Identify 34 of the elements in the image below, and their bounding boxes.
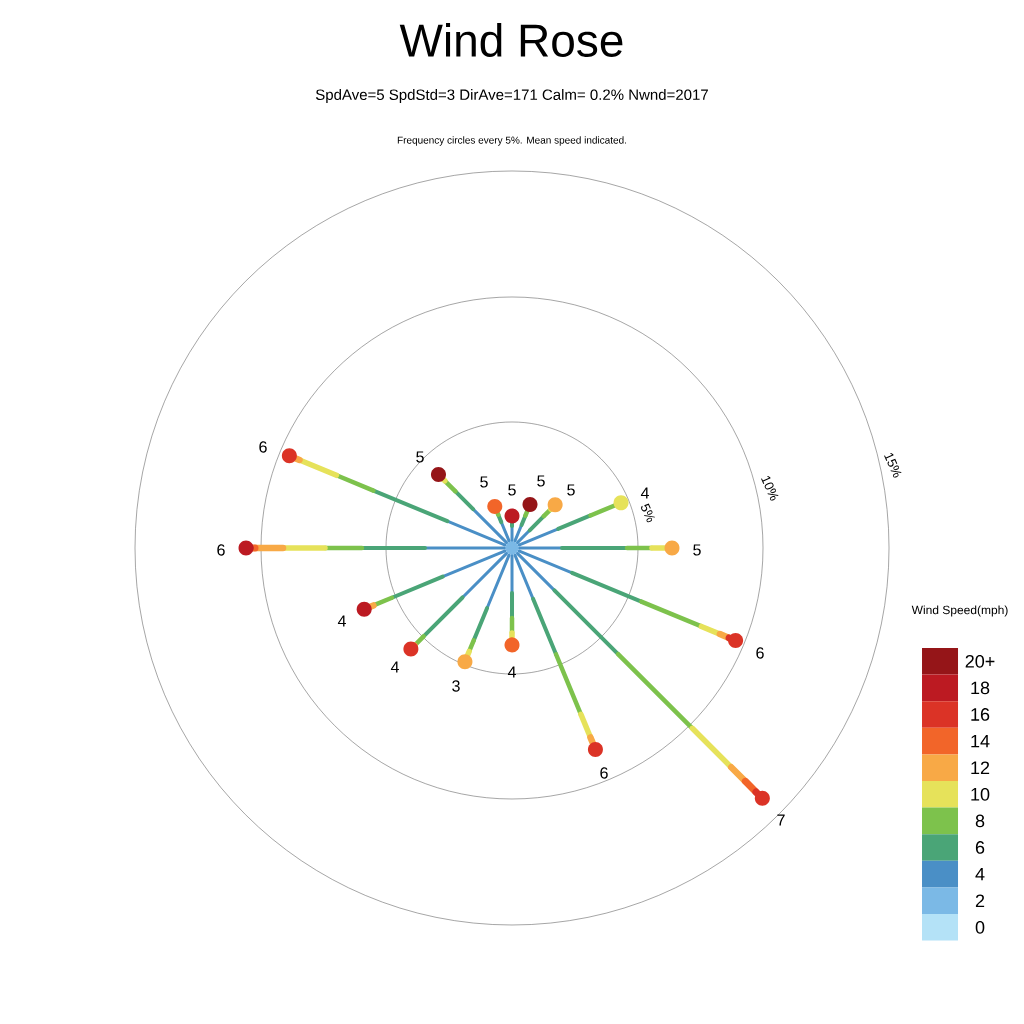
legend-label: 16 [971, 708, 990, 721]
speed-label: 6 [259, 441, 267, 453]
legend-title: Wind Speed(mph) [911, 605, 1008, 617]
subtitle: SpdAve=5 SpdStd=3 DirAve=171 Calm= 0.2% Nwnd=2017 [315, 89, 708, 103]
speed-label: 5 [416, 451, 424, 463]
speed-label: 4 [640, 487, 649, 499]
legend-label: 20+ [965, 654, 995, 668]
speed-label: 5 [537, 475, 545, 487]
legend-label: 6 [975, 841, 985, 854]
note-text: Frequency circles every 5%. Mean speed indicated. [397, 136, 626, 146]
legend-label: 0 [975, 920, 985, 934]
speed-label: 6 [217, 544, 225, 556]
legend-label: 8 [975, 814, 985, 828]
legend-label: 18 [971, 681, 990, 695]
legend-label: 4 [975, 867, 985, 881]
speed-label: 4 [390, 661, 399, 673]
speed-label: 5 [508, 484, 516, 496]
legend-label: 10 [971, 787, 990, 801]
percent-label: 10% [761, 476, 779, 501]
title: Wind Rose [399, 23, 623, 57]
speed-label: 4 [337, 615, 346, 627]
speed-label: 6 [756, 647, 764, 659]
legend-label: 14 [971, 734, 990, 748]
legend-label: 12 [971, 761, 990, 774]
legend-label: 2 [975, 894, 985, 907]
percent-label: 5% [641, 503, 655, 523]
speed-label: 3 [452, 680, 460, 692]
speed-label: 5 [480, 476, 488, 488]
percent-label: 15% [884, 453, 902, 478]
speed-label: 5 [693, 544, 701, 556]
speed-label: 7 [777, 814, 785, 826]
speed-label: 4 [507, 666, 516, 678]
speed-label: 5 [567, 484, 575, 496]
speed-label: 6 [600, 767, 608, 779]
